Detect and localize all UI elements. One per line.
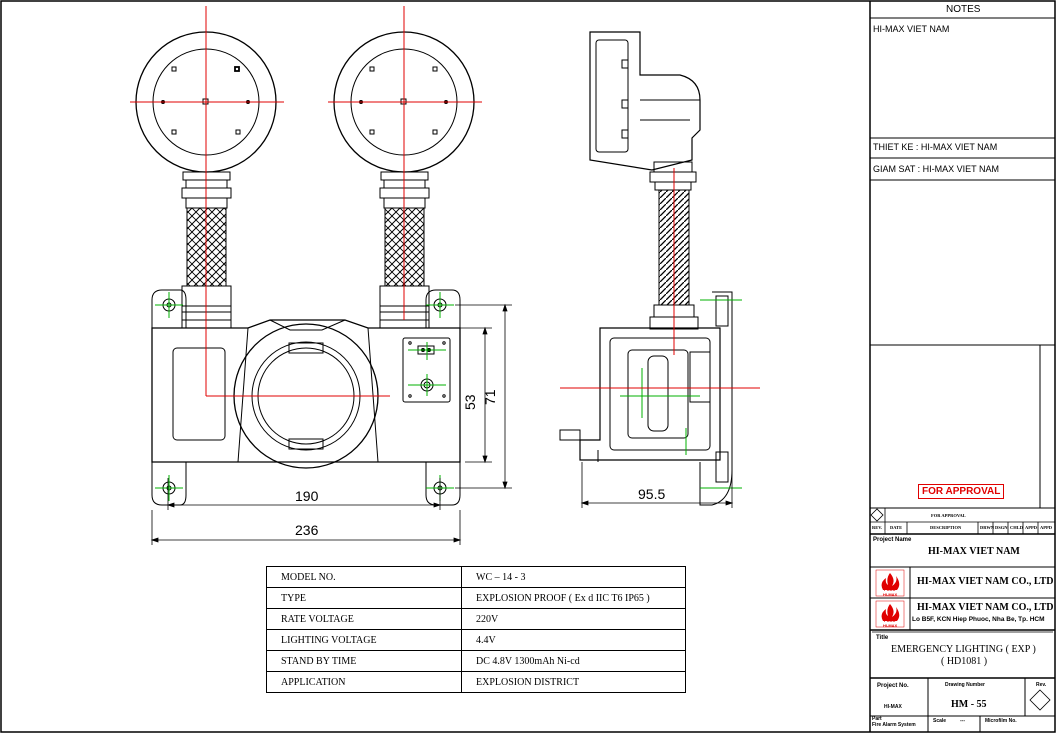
notes-supervisor: GIAM SAT : HI-MAX VIET NAM: [873, 164, 1000, 174]
logo-caption-1: PCCC: [884, 587, 896, 592]
dim-front-inner: 190: [295, 488, 319, 504]
dim-front-outer: 236: [295, 522, 319, 538]
revision-header: DRWN: [980, 525, 995, 530]
drawing-number: HM - 55: [951, 699, 987, 710]
revision-header: APPD: [1040, 525, 1052, 530]
spec-value: 4.4V: [461, 629, 686, 651]
side-view: [559, 31, 733, 506]
dim-height-inner: 53: [462, 394, 478, 410]
spec-value: EXPLOSION DISTRICT: [461, 671, 686, 693]
revision-header: DESCRIPTION: [930, 525, 962, 530]
centerlines: [130, 6, 482, 397]
revision-header: APPD: [1025, 525, 1037, 530]
dim-height-outer: 71: [482, 389, 498, 405]
spec-label: RATE VOLTAGE: [266, 608, 462, 630]
notes-company: HI-MAX VIET NAM: [873, 24, 950, 34]
company-logo-icon: [875, 569, 905, 628]
revision-header: DATE: [890, 525, 903, 530]
part-value: Fire Alarm System: [872, 722, 916, 728]
rev-label: Rev.: [1036, 682, 1047, 688]
front-view: [135, 31, 475, 506]
spec-value: DC 4.8V 1300mAh Ni-cd: [461, 650, 686, 672]
scale-label: Scale: [933, 718, 947, 724]
dim-side-depth: 95.5: [638, 486, 666, 502]
logo-sub-2: HI-MAX: [883, 623, 898, 628]
company-name-1: HI-MAX VIET NAM CO., LTD: [917, 576, 1054, 587]
logo-caption-2: PCCC: [884, 618, 896, 623]
logo-sub-1: HI-MAX: [883, 592, 898, 597]
spec-value: WC – 14 - 3: [461, 566, 686, 588]
company-name-2: HI-MAX VIET NAM CO., LTD: [917, 602, 1054, 613]
project-no-label: Project No.: [877, 683, 909, 689]
title-label: Title: [876, 635, 889, 641]
spec-label: LIGHTING VOLTAGE: [266, 629, 462, 651]
revision-header: DSGN: [995, 525, 1008, 530]
notes-designer: THIET KE : HI-MAX VIET NAM: [873, 142, 998, 152]
drawing-number-label: Drawing Number: [945, 682, 986, 688]
microfilm-label: Microfilm No.: [985, 718, 1017, 724]
title-block-frame: [869, 1, 1055, 732]
spec-value: EXPLOSION PROOF ( Ex d IIC T6 IP65 ): [461, 587, 686, 609]
spec-label: APPLICATION: [266, 671, 462, 693]
drawing-title-line2: ( HD1081 ): [941, 656, 988, 667]
spec-label: STAND BY TIME: [266, 650, 462, 672]
front-dimensions: [150, 303, 512, 545]
project-name-label: Project Name: [873, 537, 912, 543]
revision-header: REV.: [872, 525, 883, 530]
approval-stamp: FOR APPROVAL: [918, 484, 1005, 499]
scale-value: ---: [960, 718, 965, 724]
notes-header: NOTES: [946, 4, 981, 15]
spec-label: MODEL NO.: [266, 566, 462, 588]
spec-value: 220V: [461, 608, 686, 630]
project-no: HI-MAX: [884, 704, 902, 710]
side-markers: [620, 299, 742, 489]
part-label: Part: [872, 716, 882, 722]
side-centerlines: [560, 168, 760, 389]
drawing-title-line1: EMERGENCY LIGHTING ( EXP ): [891, 644, 1036, 655]
revision-header: CHLD: [1010, 525, 1024, 530]
side-dimensions: [580, 462, 734, 508]
project-name: HI-MAX VIET NAM: [928, 546, 1020, 557]
spec-label: TYPE: [266, 587, 462, 609]
revision-title: FOR APPROVAL: [931, 513, 966, 518]
spec-row: MODEL NO.WC – 14 - 3: [266, 566, 686, 588]
company-address: Lo B5F, KCN Hiep Phuoc, Nha Be, Tp. HCM: [912, 616, 1045, 623]
